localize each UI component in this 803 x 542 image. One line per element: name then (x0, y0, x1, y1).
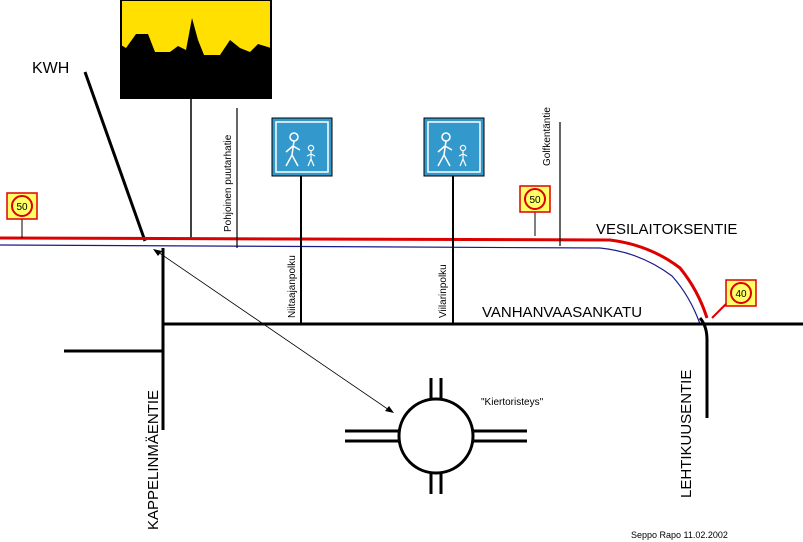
vesilaitoksentie-label: VESILAITOKSENTIE (596, 221, 737, 238)
lehtikuusentie-label: LEHTIKUUSENTIE (678, 370, 695, 498)
parallel-blue-road (0, 244, 701, 325)
kwh-pointer-line (83, 71, 147, 242)
factory-silhouette-icon (120, 0, 272, 240)
pohjoinen-puutarhatie-label: Pohjoinen puutarhatie (223, 134, 234, 232)
vanhanvaasankatu-label: VANHANVAASANKATU (482, 304, 642, 321)
pedestrian-path-icon (271, 117, 333, 177)
lehtikuusentie-road (698, 317, 709, 418)
golfkentantie-label: Golfkentäntie (542, 107, 553, 166)
kappelinmaentie-label: KAPPELINMÄENTIE (145, 390, 162, 530)
author-credit: Seppo Rapo 11.02.2002 (631, 530, 728, 540)
pedestrian-path-icon (423, 117, 485, 177)
niittaajanpolku-label: Niitaajanpolku (287, 255, 298, 318)
kiertoristeys-label: "Kiertoristeys" (481, 397, 544, 408)
speed-limit-sign-icon: 50 (6, 192, 38, 238)
speed-limit-sign-icon: 40 (711, 279, 757, 319)
vesilaitoksentie-road (0, 236, 709, 319)
speed-sign-50-left: 50 (16, 202, 28, 213)
speed-sign-40: 40 (735, 289, 747, 300)
kwh-label: KWH (32, 60, 69, 77)
roundabout-pointer-arrow (153, 249, 394, 413)
roundabout-diagram (345, 378, 527, 494)
viilarinpolku-label: Viilarinpolku (438, 264, 449, 318)
speed-sign-50-middle: 50 (529, 195, 541, 206)
speed-limit-sign-icon: 50 (519, 185, 551, 236)
